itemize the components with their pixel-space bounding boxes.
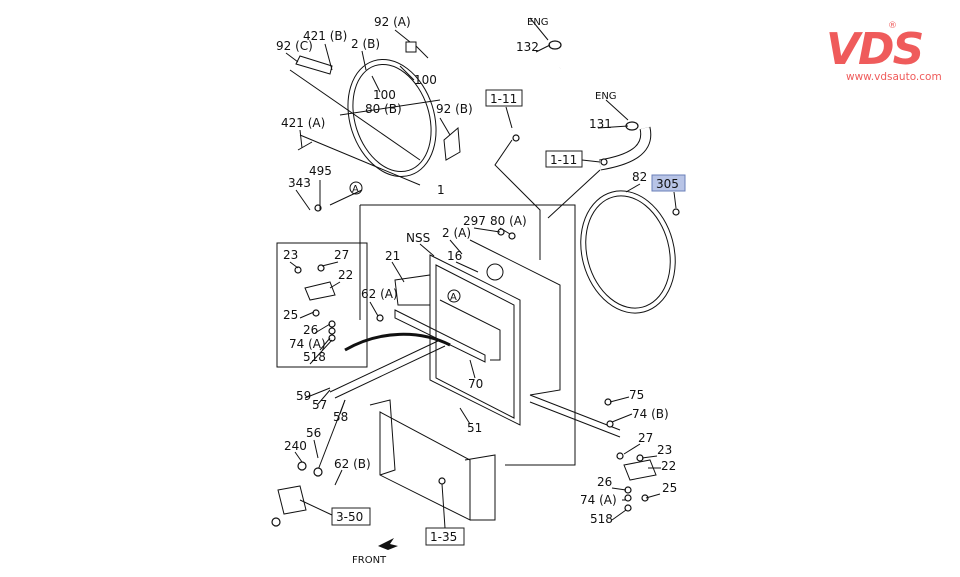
ref-1-35: 1-35	[430, 530, 457, 544]
front-arrow-icon	[378, 538, 398, 550]
callout-25: 25	[283, 308, 298, 322]
callout-nss: NSS	[406, 231, 430, 245]
callout-75: 75	[629, 388, 644, 402]
logo-registered: ®	[888, 21, 897, 31]
callout-51: 51	[467, 421, 482, 435]
callout-27: 27	[334, 248, 349, 262]
callout-1: 1	[437, 183, 445, 197]
callout-labels: 92 (A) 421 (B) 92 (C) 2 (B) 100 100 80 (…	[276, 15, 679, 566]
intercooler	[369, 399, 496, 521]
callout-2a: 2 (A)	[442, 226, 471, 240]
callout-92c: 92 (C)	[276, 39, 313, 53]
ref-box-1-11-upper[interactable]	[485, 89, 523, 107]
radiator	[394, 239, 561, 426]
callout-80b: 80 (B)	[365, 102, 402, 116]
callout-74b: 74 (B)	[632, 407, 669, 421]
callout-62a: 62 (A)	[361, 287, 398, 301]
callout-92b: 92 (B)	[436, 102, 473, 116]
fasteners	[271, 134, 649, 527]
callout-23: 23	[657, 443, 672, 457]
left-stay	[329, 339, 446, 399]
logo-brand: VDS	[826, 24, 923, 75]
right-stay	[529, 394, 621, 438]
callout-2b: 2 (B)	[351, 37, 380, 51]
ref-box-1-11-lower[interactable]	[545, 150, 583, 168]
ref-1-11: 1-11	[550, 153, 577, 167]
callout-421b: 421 (B)	[303, 29, 347, 43]
bracket-detail-box	[276, 242, 368, 368]
bracket-22	[304, 281, 336, 301]
callout-305[interactable]: 305	[656, 177, 679, 191]
callout-leaders	[285, 29, 677, 529]
bracket-3-50	[277, 485, 307, 515]
callout-518: 518	[590, 512, 613, 526]
callout-92a: 92 (A)	[374, 15, 411, 29]
callout-26: 26	[597, 475, 612, 489]
callout-100: 100	[414, 73, 437, 87]
callout-25: 25	[662, 481, 677, 495]
callout-22: 22	[338, 268, 353, 282]
callout-74a: 74 (A)	[289, 337, 326, 351]
callout-421a: 421 (A)	[281, 116, 325, 130]
callout-343: 343	[288, 176, 311, 190]
vds-logo: VDS ® www.vdsauto.com	[826, 21, 942, 83]
circle-a-marker	[447, 289, 461, 303]
callout-82: 82	[632, 170, 647, 184]
callout-62b: 62 (B)	[334, 457, 371, 471]
logo-url: www.vdsauto.com	[846, 71, 942, 83]
circle-a-marker	[349, 181, 363, 195]
callout-56: 56	[306, 426, 321, 440]
lower-hose	[599, 99, 652, 171]
callout-59: 59	[296, 389, 311, 403]
callout-518: 518	[303, 350, 326, 364]
leader-lines	[494, 139, 601, 260]
callout-240: 240	[284, 439, 307, 453]
radiator-assembly-outline	[359, 204, 576, 466]
callout-16: 16	[447, 249, 462, 263]
front-label: FRONT	[352, 555, 387, 566]
callout-26: 26	[303, 323, 318, 337]
ref-1-11: 1-11	[490, 92, 517, 106]
callout-23: 23	[283, 248, 298, 262]
callout-74a: 74 (A)	[580, 493, 617, 507]
callout-80a: 80 (A)	[490, 214, 527, 228]
callout-eng: ENG	[595, 91, 617, 102]
detail-arrow	[344, 332, 451, 352]
callout-22: 22	[661, 459, 676, 473]
bracket-22-right	[623, 459, 657, 481]
callout-70: 70	[468, 377, 483, 391]
upper-hose	[510, 17, 564, 134]
callout-297: 297	[463, 214, 486, 228]
ref-box-305-highlighted[interactable]	[651, 174, 686, 192]
callout-131: 131	[589, 117, 612, 131]
callout-57: 57	[312, 398, 327, 412]
callout-circle-a: A	[352, 184, 359, 195]
callout-132: 132	[516, 40, 539, 54]
callout-21: 21	[385, 249, 400, 263]
callout-100: 100	[373, 88, 396, 102]
upper-shroud	[289, 41, 461, 186]
callout-eng: ENG	[527, 17, 549, 28]
fan-shroud-82	[580, 190, 680, 314]
callout-27: 27	[638, 431, 653, 445]
callout-495: 495	[309, 164, 332, 178]
callout-circle-a: A	[450, 292, 457, 303]
ref-3-50: 3-50	[336, 510, 363, 524]
ref-box-3-50[interactable]	[331, 507, 371, 526]
callout-58: 58	[333, 410, 348, 424]
